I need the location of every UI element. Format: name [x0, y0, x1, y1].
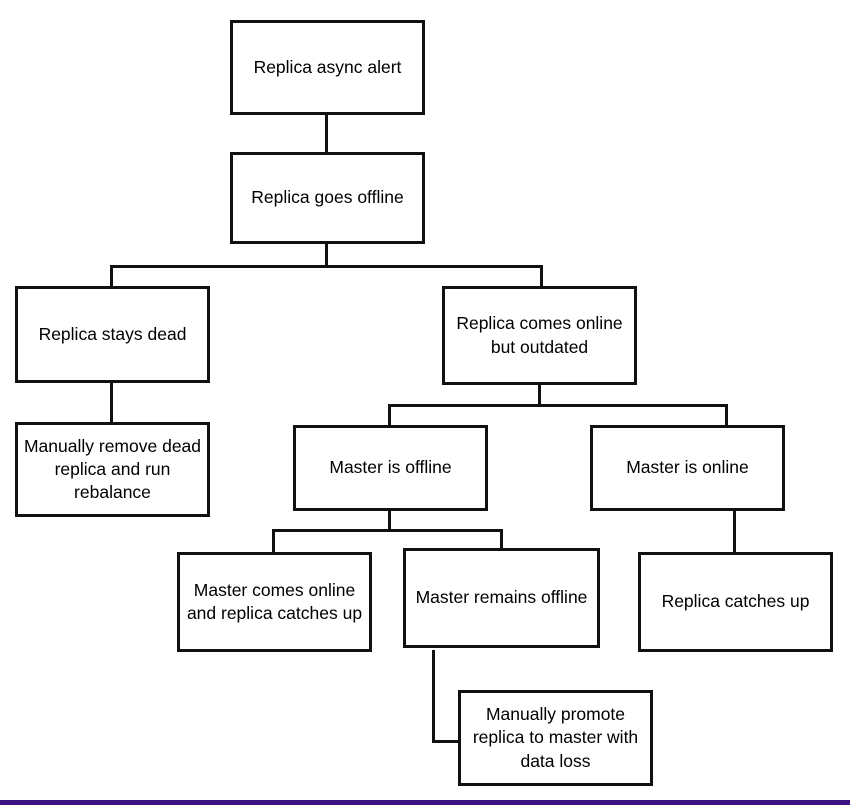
node-replica-async-alert[interactable]: Replica async alert	[230, 20, 425, 115]
edge-comesonline-to-master-offline	[388, 404, 391, 428]
footer-accent-bar	[0, 800, 850, 805]
edge-offline-to-stays-dead	[110, 265, 113, 289]
node-manually-remove-dead-replica[interactable]: Manually remove dead replica and run reb…	[15, 422, 210, 517]
node-replica-goes-offline[interactable]: Replica goes offline	[230, 152, 425, 244]
edge-masteroffline-to-comesonline	[272, 529, 275, 554]
edge-masteroffline-stem	[388, 508, 391, 531]
edge-offline-bus	[110, 265, 543, 268]
edge-staysdead-to-remove	[110, 380, 113, 424]
node-replica-catches-up[interactable]: Replica catches up	[638, 552, 833, 652]
node-master-is-online[interactable]: Master is online	[590, 425, 785, 511]
node-master-is-offline[interactable]: Master is offline	[293, 425, 488, 511]
edge-masteronline-to-catchesup	[733, 508, 736, 554]
edge-remains-to-promote-v	[432, 650, 435, 743]
node-master-comes-online-and-replica-catches-up[interactable]: Master comes online and replica catches …	[177, 552, 372, 652]
edge-alert-to-offline	[325, 112, 328, 156]
edge-comesonline-bus	[388, 404, 728, 407]
node-manually-promote-replica-to-master[interactable]: Manually promote replica to master with …	[458, 690, 653, 786]
edge-remains-to-promote-h	[432, 740, 462, 743]
edge-offline-to-comes-online	[540, 265, 543, 289]
edge-masteroffline-to-remains	[500, 529, 503, 554]
edge-comesonline-stem	[538, 382, 541, 406]
edge-comesonline-to-master-online	[725, 404, 728, 428]
node-replica-comes-online-but-outdated[interactable]: Replica comes online but outdated	[442, 286, 637, 385]
edge-masteroffline-bus	[272, 529, 503, 532]
node-replica-stays-dead[interactable]: Replica stays dead	[15, 286, 210, 383]
edge-offline-stem	[325, 241, 328, 268]
node-master-remains-offline[interactable]: Master remains offline	[403, 548, 600, 648]
